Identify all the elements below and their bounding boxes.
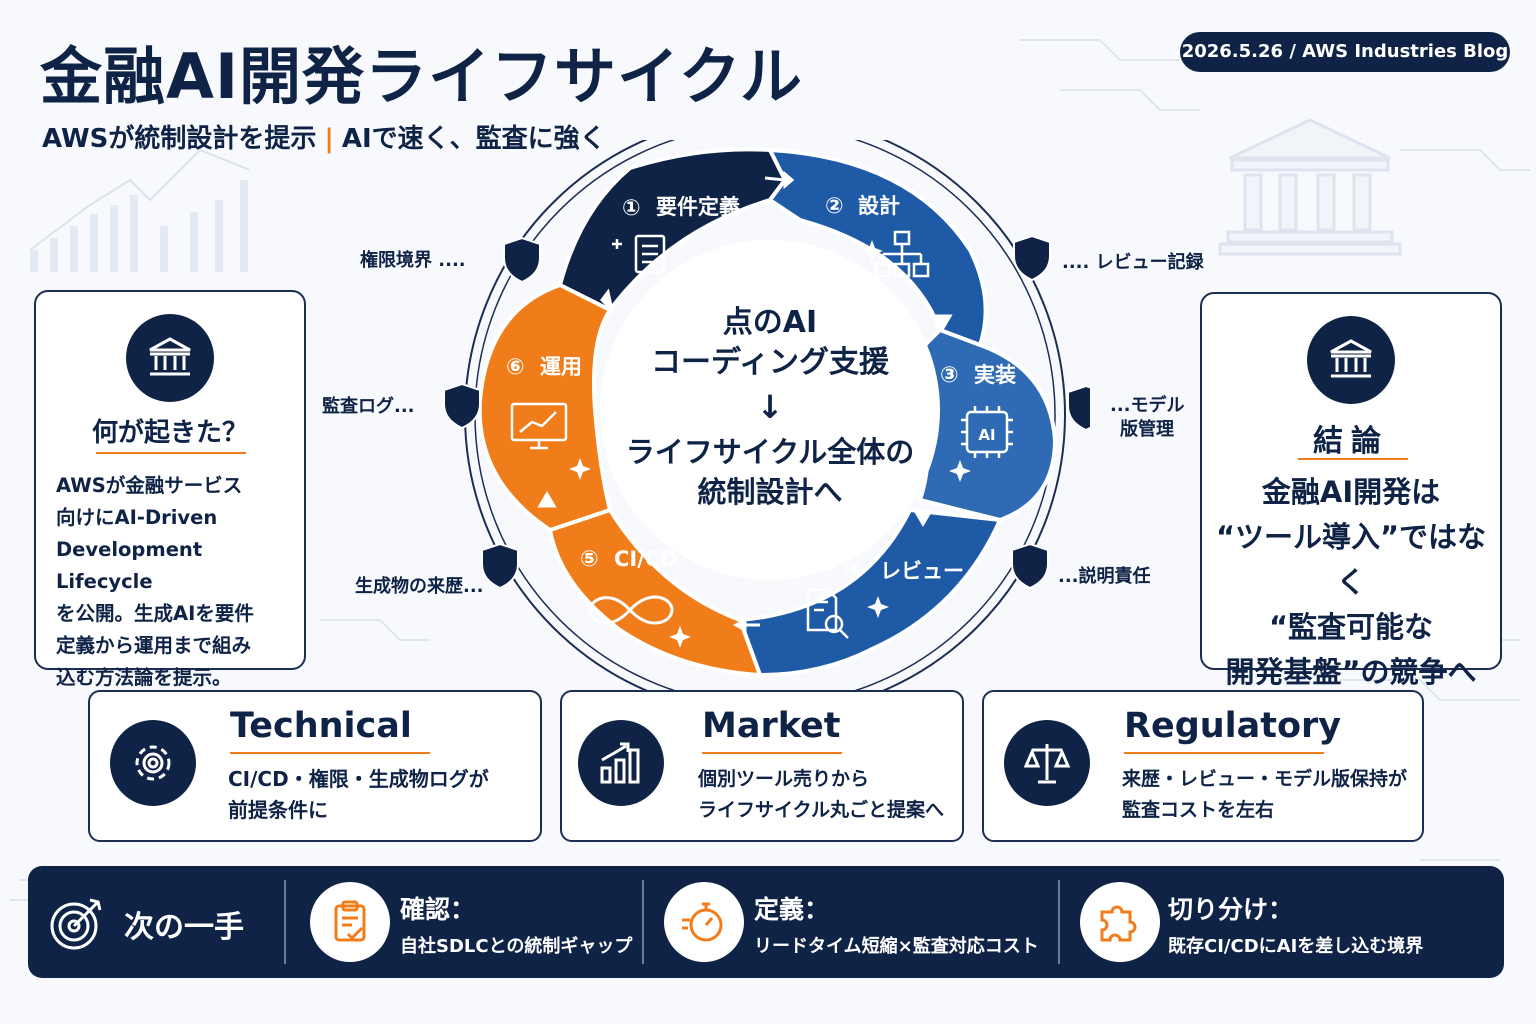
sparkle-decorations (569, 240, 971, 648)
regulatory-card: Regulatory 来歴・レビュー・モデル版保持が 監査コストを左右 (982, 690, 1424, 842)
gear-icon (110, 720, 196, 806)
heading-underline (96, 452, 246, 454)
bar-chart-growth-icon (578, 720, 664, 806)
technical-title: Technical (230, 706, 412, 746)
center-line-3: ライフサイクル全体の (626, 435, 915, 469)
center-line-4: 統制設計へ (697, 475, 842, 509)
market-body: 個別ツール売りから ライフサイクル丸ごと提案へ (698, 768, 945, 821)
conclusion-heading: 結論 (1313, 424, 1389, 459)
stage-3-label: 実装 (974, 363, 1016, 387)
stage-2-label: 設計 (858, 194, 900, 218)
card-underline (702, 752, 842, 754)
segment-operation[interactable] (477, 282, 613, 533)
stopwatch-icon (664, 882, 744, 962)
heading-underline (1298, 458, 1408, 460)
technical-card: Technical CI/CD・権限・生成物ログが 前提条件に (88, 690, 542, 842)
svg-text:AI: AI (978, 426, 995, 444)
segment-design[interactable] (766, 147, 988, 348)
page-subtitle: AWSが統制設計を提示|AIで速く、監査に強く (42, 118, 606, 155)
market-title: Market (702, 706, 841, 746)
step-define-title: 定義： (754, 895, 830, 924)
what-happened-heading: 何が起きた？ (91, 418, 248, 448)
date-source-badge: 2026.5.26 / AWS Industries Blog (1180, 32, 1510, 72)
center-circle (600, 240, 940, 580)
center-line-2: コーディング支援 (651, 345, 890, 380)
subtitle-right: AIで速く、監査に強く (341, 124, 606, 154)
stage-3-number: ③ (940, 363, 959, 388)
stage-5-label: CI/CD (614, 547, 678, 571)
subtitle-separator: | (324, 124, 334, 154)
control-label-review-record: .... レビュー記録 (1062, 252, 1204, 273)
control-label-accountability: ...説明責任 (1058, 566, 1151, 587)
market-card: Market 個別ツール売りから ライフサイクル丸ごと提案へ (560, 690, 964, 842)
control-label-provenance: 生成物の来歴... (355, 576, 484, 597)
bank-icon (1307, 316, 1395, 404)
page-title: 金融AI開発ライフサイクル (40, 40, 803, 113)
stage-6-label: 運用 (540, 355, 582, 379)
control-label-audit-log: 監査ログ... (322, 396, 415, 417)
step-separate-title: 切り分け： (1168, 895, 1294, 924)
next-steps-bar: 次の一手 確認： 自社SDLCとの統制ギャップ 定義： リードタイム短縮×監査対… (28, 866, 1504, 978)
step-define-text: リードタイム短縮×監査対応コスト (754, 936, 1039, 957)
shield-icon (443, 234, 1090, 590)
conclusion-panel: 結論 金融AI開発は “ツール導入”ではなく “監査可能な 開発基盤”の競争へ (1200, 292, 1502, 689)
regulatory-body: 来歴・レビュー・モデル版保持が 監査コストを左右 (1122, 768, 1408, 821)
stage-1-number: ① (622, 196, 641, 221)
control-label-model-versioning: ...モデル 版管理 (1110, 394, 1185, 442)
stage-6-number: ⑥ (506, 355, 525, 380)
card-underline (230, 752, 430, 754)
design-hierarchy-icon (874, 230, 930, 278)
stage-4-number: ④ (845, 559, 864, 584)
cycle-arrows (537, 170, 953, 633)
puzzle-icon (1080, 882, 1160, 962)
subtitle-left: AWSが統制設計を提示 (42, 124, 317, 154)
technical-body: CI/CD・権限・生成物ログが 前提条件に (228, 767, 489, 822)
control-label-permission-boundary: 権限境界 .... (360, 250, 466, 271)
segment-requirements[interactable] (557, 147, 788, 313)
lifecycle-cycle-diagram: 点のAI コーディング支援 ↓ ライフサイクル全体の 統制設計へ ① 要件定義 … (443, 140, 1090, 690)
bank-icon (126, 314, 214, 402)
step-confirm-title: 確認： (400, 895, 476, 924)
what-happened-body: AWSが金融サービス 向けにAI-Driven Development Life… (56, 474, 254, 689)
requirements-doc-icon (612, 234, 666, 274)
step-separate-text: 既存CI/CDにAIを差し込む境界 (1168, 936, 1424, 957)
stage-4-label: レビュー (880, 559, 964, 583)
stage-2-number: ② (825, 194, 844, 219)
divider (1058, 880, 1060, 964)
scales-icon (1004, 720, 1090, 806)
segment-review[interactable] (737, 507, 1003, 678)
control-label-model-line1: ...モデル (1110, 395, 1185, 416)
divider (642, 880, 644, 964)
step-confirm-text: 自社SDLCとの統制ギャップ (400, 936, 633, 957)
conclusion-body: 金融AI開発は “ツール導入”ではなく “監査可能な 開発基盤”の競争へ (1215, 475, 1487, 689)
ai-chip-icon: AI (961, 406, 1013, 458)
segment-cicd[interactable] (547, 507, 763, 678)
infinity-icon (588, 595, 674, 625)
stage-5-number: ⑤ (580, 547, 599, 572)
what-happened-panel: 何が起きた？ AWSが金融サービス 向けにAI-Driven Developme… (34, 290, 306, 689)
target-icon (50, 898, 102, 950)
monitor-chart-icon (510, 402, 568, 450)
divider (284, 880, 286, 964)
control-label-model-line2: 版管理 (1120, 419, 1174, 440)
clipboard-check-icon (310, 882, 390, 962)
center-arrow: ↓ (757, 388, 784, 426)
stage-1-label: 要件定義 (656, 195, 740, 219)
next-steps-label: 次の一手 (124, 910, 244, 945)
regulatory-title: Regulatory (1124, 706, 1342, 746)
card-underline (1124, 752, 1324, 754)
document-magnifier-icon (806, 588, 849, 639)
center-line-1: 点のAI (723, 305, 817, 340)
